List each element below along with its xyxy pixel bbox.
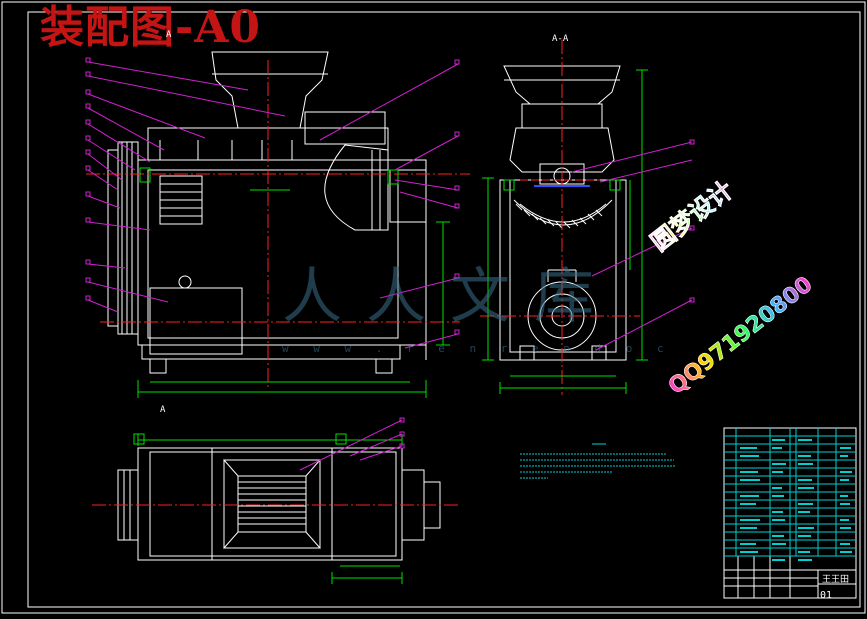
technical-notes <box>520 443 676 479</box>
title-block-code: 王王田 <box>822 575 850 585</box>
front-view-leaders <box>87 61 459 349</box>
machine-top-view <box>117 447 441 561</box>
section-dimensions <box>482 69 648 394</box>
watermark-text: 人人文库 <box>282 262 618 332</box>
section-leaders <box>571 139 695 351</box>
bottom-view-label: A <box>160 405 166 415</box>
front-view-dimensions <box>137 167 450 398</box>
title-block-row-lines <box>724 435 856 557</box>
top-view-grating <box>238 481 306 525</box>
front-view-label: A <box>166 30 172 40</box>
title-block-entries <box>740 439 852 561</box>
top-view-dimensions <box>133 433 403 584</box>
section-view-label: A-A <box>552 34 569 44</box>
inner-frame <box>27 11 861 608</box>
section-teeth <box>515 203 603 229</box>
section-centerlines <box>480 40 640 395</box>
drawing-title: 装配图-A0 <box>40 2 262 53</box>
front-view-centerlines <box>86 60 470 390</box>
top-view-leaders <box>299 417 405 471</box>
front-view-markers <box>85 57 460 335</box>
title-block-sheet: 01 <box>820 590 833 601</box>
machine-section-view <box>499 65 627 361</box>
watermark-url: w w w . r e n r e n d o c <box>282 342 673 355</box>
